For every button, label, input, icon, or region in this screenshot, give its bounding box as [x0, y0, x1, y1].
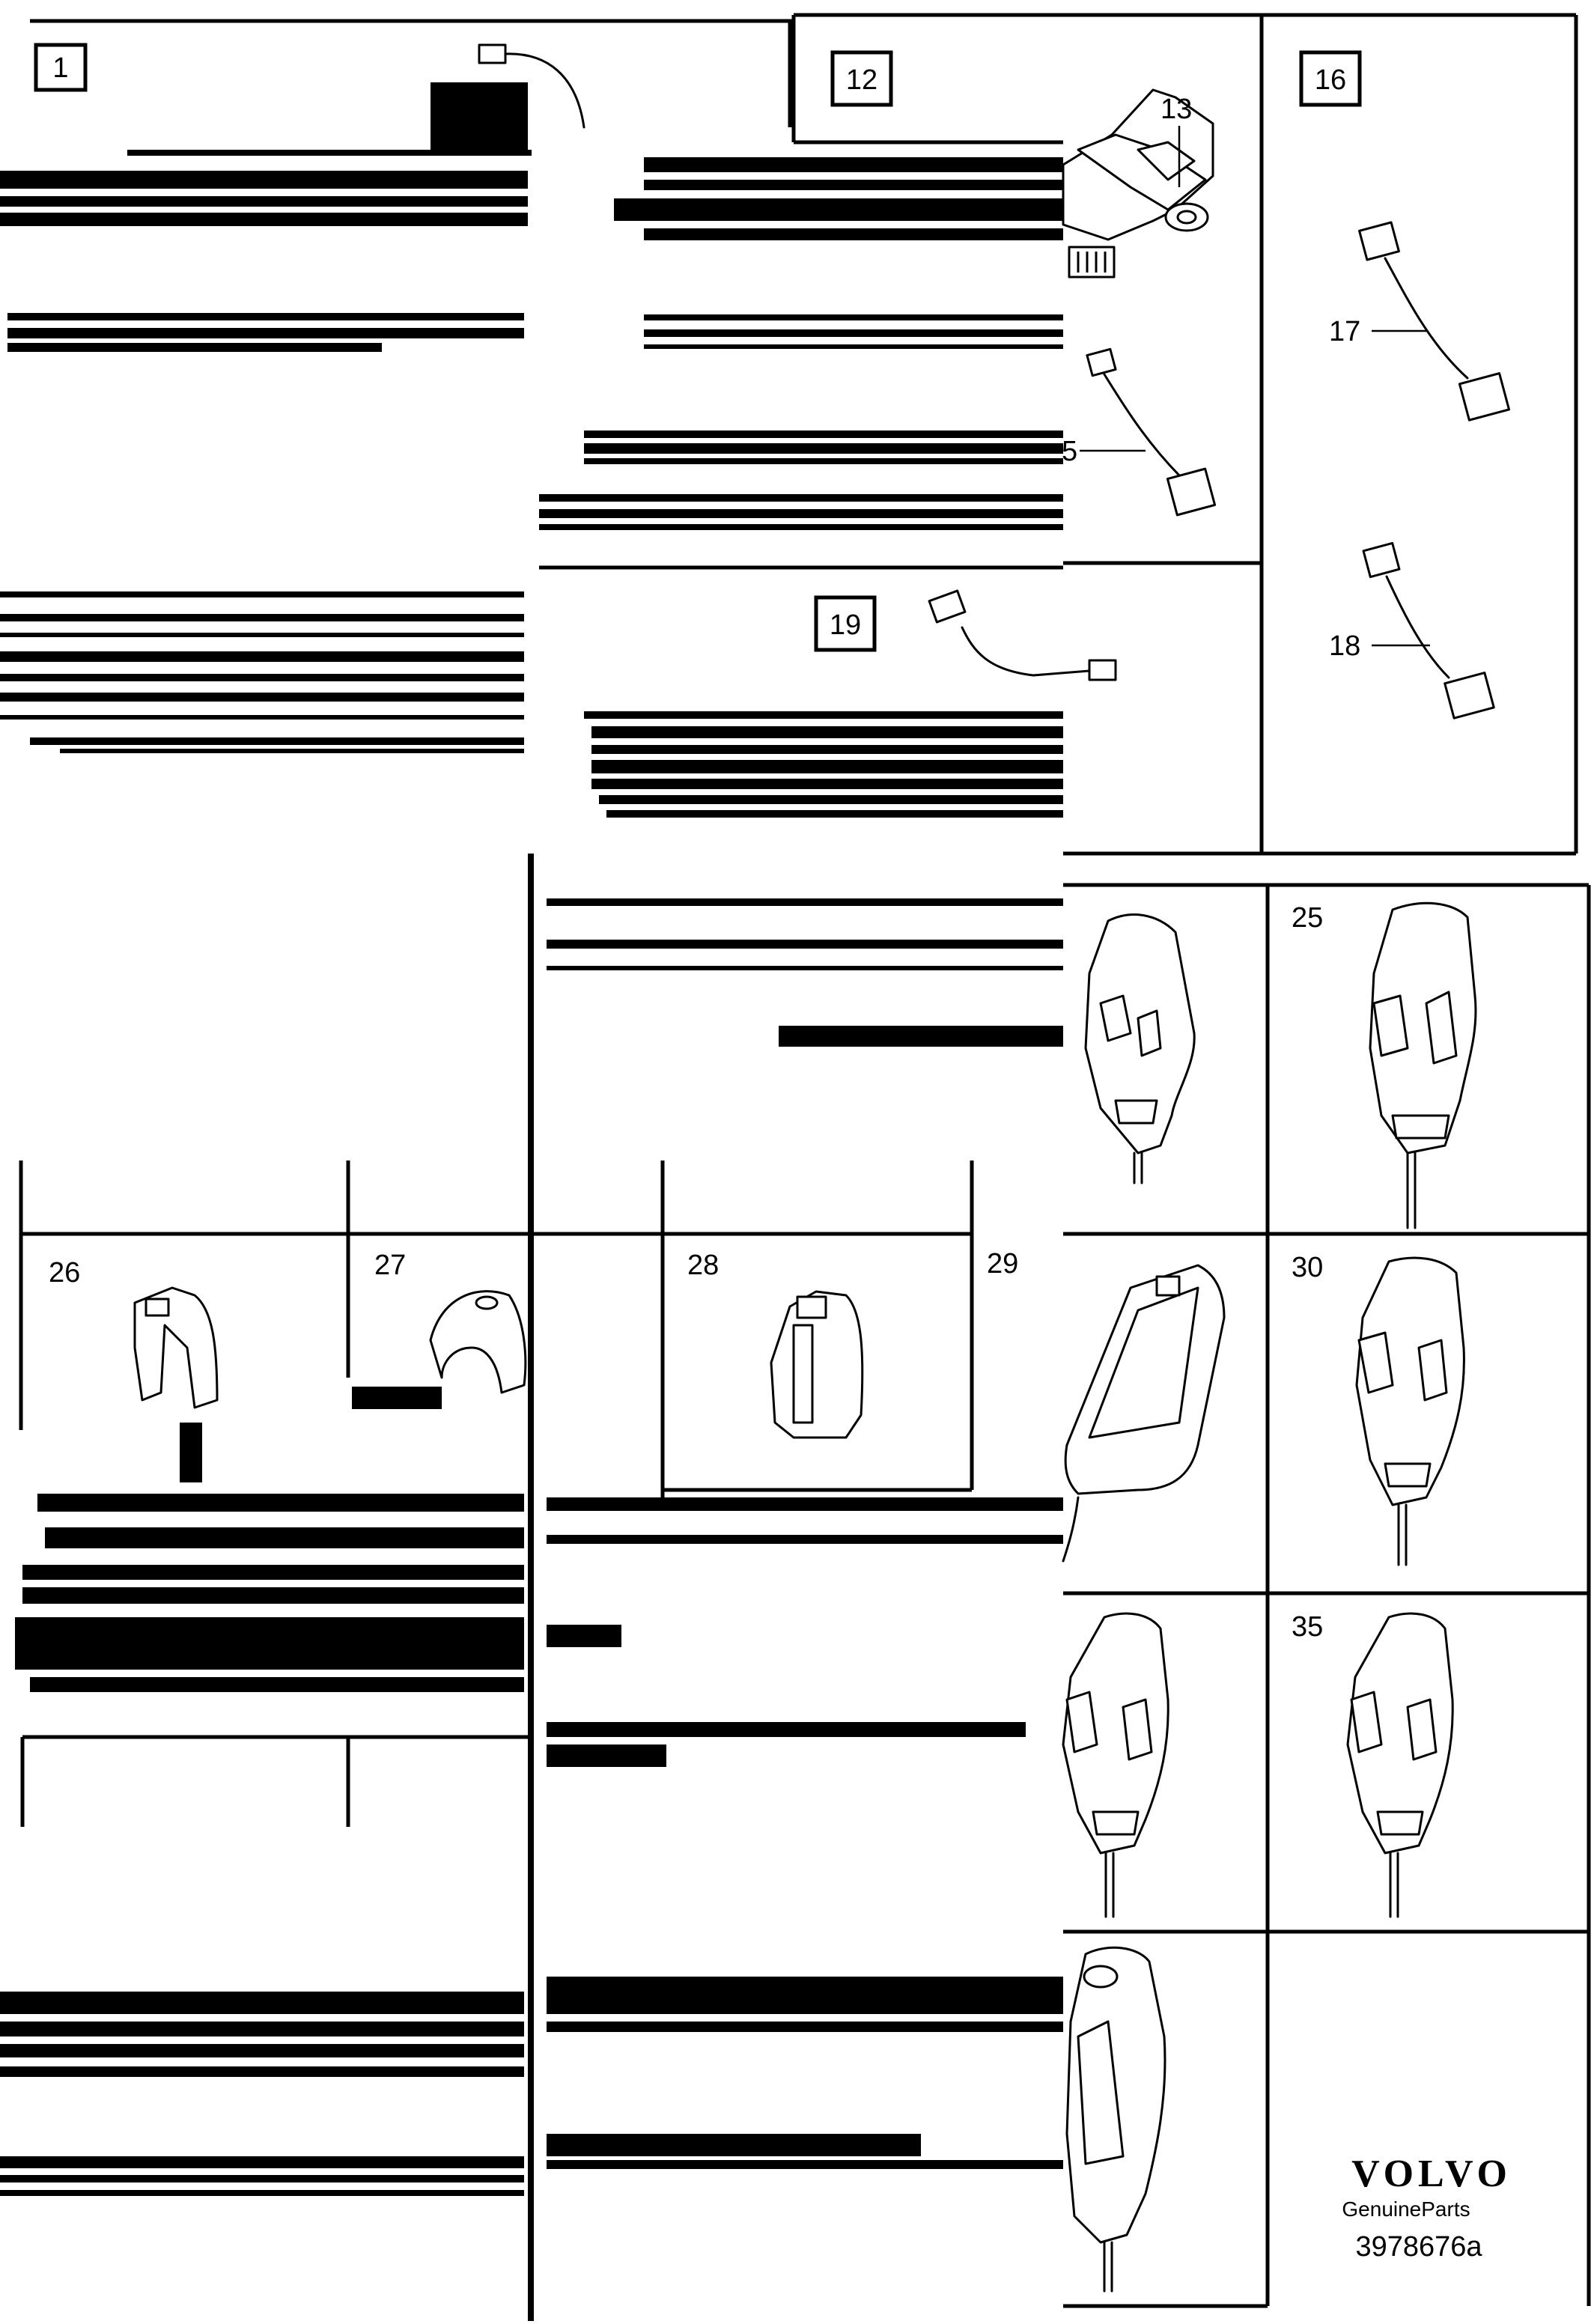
handset-cradle-34 [1062, 1612, 1169, 1918]
cable-5: 5 [1062, 347, 1217, 517]
cable-17: 17 [1329, 221, 1511, 422]
handset-cradle-35: 35 [1292, 1611, 1454, 1918]
callout-28: 28 [687, 1250, 719, 1281]
genuine-parts-label: GenuineParts [1342, 2197, 1470, 2221]
handset-cradle-25: 25 [1292, 901, 1477, 1229]
callout-5: 5 [1062, 436, 1077, 467]
clip-26: 26 [49, 1257, 219, 1482]
lower-illustration-scanlines [0, 854, 1063, 2321]
module-box-19-scanlines [547, 589, 1117, 1047]
clip-27: 27 [352, 1250, 527, 1409]
callout-27: 27 [374, 1250, 406, 1281]
callout-29: 29 [987, 1248, 1018, 1280]
box-number-12: 12 [830, 50, 893, 107]
box-number-19: 19 [814, 595, 877, 652]
handset-cradle-29: 29 [987, 1248, 1226, 1563]
clip-28: 28 [687, 1250, 864, 1439]
cable-18: 18 [1329, 541, 1495, 720]
control-module-13: 13 [1062, 88, 1214, 279]
handset-cradle-30: 30 [1292, 1252, 1465, 1566]
callout-26: 26 [49, 1257, 80, 1289]
callout-18: 18 [1329, 630, 1360, 662]
svg-text:1: 1 [52, 52, 68, 84]
svg-text:16: 16 [1315, 64, 1346, 96]
panel-frames [19, 13, 1591, 2308]
handset-cradle-24 [1084, 913, 1196, 1184]
svg-text:19: 19 [830, 609, 861, 641]
svg-text:12: 12 [846, 64, 877, 96]
box-number-16: 16 [1299, 50, 1362, 107]
illustration-number: 3978676a [1355, 2231, 1482, 2263]
box-number-1: 1 [34, 43, 88, 92]
callout-17: 17 [1329, 316, 1360, 347]
callout-25: 25 [1292, 902, 1323, 934]
footer-branding: VOLVO GenuineParts 3978676a [1342, 2153, 1512, 2263]
callout-35: 35 [1292, 1611, 1323, 1643]
handset-cradle-36 [1065, 1946, 1166, 2293]
callout-13: 13 [1160, 94, 1192, 125]
volvo-logo: VOLVO [1351, 2153, 1512, 2195]
callout-30: 30 [1292, 1252, 1323, 1283]
harness-illustration-scanlines [0, 43, 1063, 753]
